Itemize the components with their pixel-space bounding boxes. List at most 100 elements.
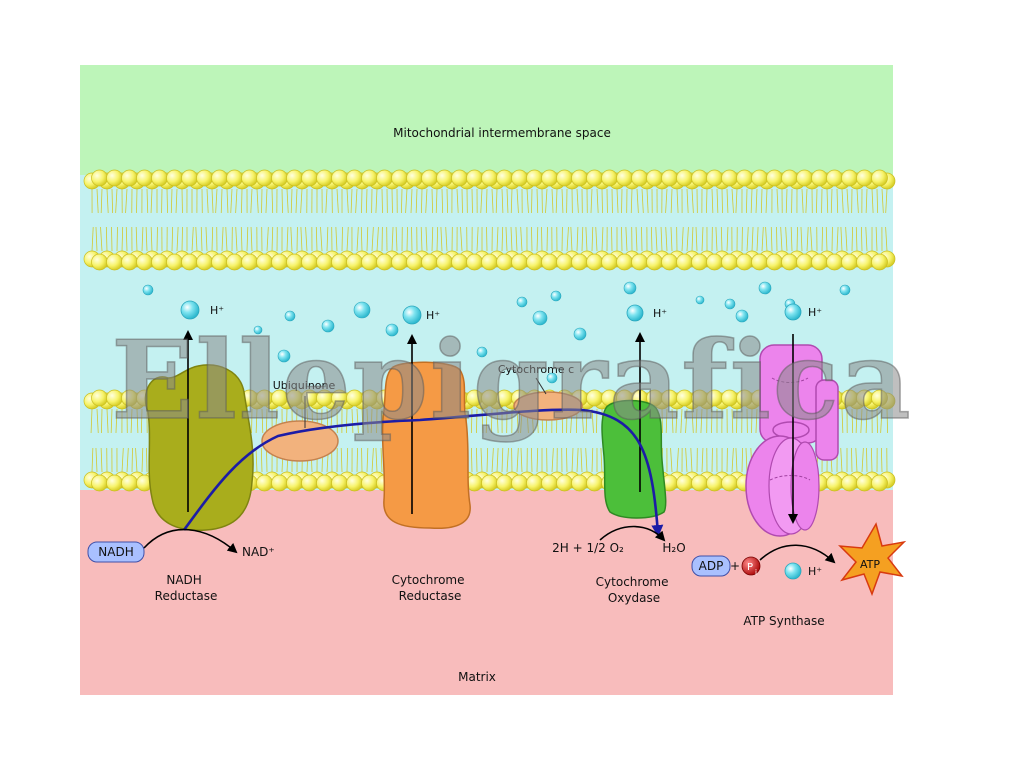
lipid-head (347, 170, 363, 186)
intermembrane-space-label: Mitochondrial intermembrane space (393, 126, 611, 140)
lipid-head (137, 170, 153, 186)
lipid-head (377, 254, 393, 270)
lipid-head (782, 170, 798, 186)
lipid-head (182, 254, 198, 270)
lipid-head (752, 254, 768, 270)
lipid-head (122, 170, 138, 186)
adp-label: ADP (699, 559, 724, 573)
lipid-head (257, 254, 273, 270)
matrix-label: Matrix (458, 670, 496, 684)
lipid-head (272, 475, 288, 491)
lipid-head (227, 254, 243, 270)
lipid-tail (621, 227, 622, 251)
lipid-head (707, 170, 723, 186)
lipid-head (167, 254, 183, 270)
lipid-head (512, 475, 528, 491)
lipid-head (422, 170, 438, 186)
proton-label-complex1: H⁺ (210, 304, 224, 317)
lipid-head (152, 254, 168, 270)
lipid-head (212, 170, 228, 186)
lipid-head (152, 170, 168, 186)
lipid-head (542, 475, 558, 491)
lipid-tail (407, 227, 408, 251)
lipid-tail (342, 227, 343, 251)
matrix-proton (785, 563, 801, 579)
lipid-head (872, 475, 888, 491)
lipid-head (482, 475, 498, 491)
lipid-head (692, 475, 708, 491)
lipid-head (302, 170, 318, 186)
cytochrome-reductase-line2: Reductase (399, 589, 462, 603)
lipid-head (407, 170, 423, 186)
lipid-head (347, 475, 363, 491)
lipid-head (212, 254, 228, 270)
lipid-head (317, 475, 333, 491)
nad-label: NAD⁺ (242, 545, 275, 559)
lipid-head (452, 170, 468, 186)
lipid-head (842, 475, 858, 491)
nadh-reductase-line2: Reductase (155, 589, 218, 603)
lipid-head (767, 170, 783, 186)
lipid-head (302, 254, 318, 270)
lipid-head (632, 254, 648, 270)
lipid-head (647, 254, 663, 270)
lipid-head (602, 254, 618, 270)
lipid-head (677, 254, 693, 270)
lipid-tail (146, 448, 147, 472)
nadh-label: NADH (98, 545, 133, 559)
lipid-head (257, 170, 273, 186)
atp-label: ATP (860, 558, 880, 571)
lipid-head (392, 254, 408, 270)
lipid-head (197, 254, 213, 270)
lipid-head (617, 170, 633, 186)
intermembrane-space-region (80, 65, 893, 175)
lipid-head (527, 170, 543, 186)
lipid-tail (531, 227, 532, 251)
lipid-head (557, 475, 573, 491)
lipid-head (107, 254, 123, 270)
lipid-head (617, 254, 633, 270)
proton (696, 296, 704, 304)
lipid-head (677, 475, 693, 491)
proton (551, 291, 561, 301)
water-product-label: H₂O (662, 541, 685, 555)
lipid-head (632, 170, 648, 186)
lipid-head (722, 254, 738, 270)
lipid-head (572, 254, 588, 270)
lipid-head (92, 475, 108, 491)
lipid-tail (602, 189, 603, 213)
lipid-head (452, 254, 468, 270)
lipid-head (782, 254, 798, 270)
lipid-tail (361, 189, 362, 213)
lipid-head (497, 254, 513, 270)
plus-sign: + (730, 559, 740, 573)
lipid-head (842, 170, 858, 186)
lipid-head (722, 475, 738, 491)
lipid-head (767, 254, 783, 270)
lipid-tail (531, 189, 532, 213)
proton (143, 285, 153, 295)
lipid-head (557, 254, 573, 270)
lipid-head (107, 170, 123, 186)
lipid-tail (476, 448, 477, 472)
lipid-tail (641, 227, 642, 251)
lipid-tail (241, 189, 242, 213)
lipid-head (122, 254, 138, 270)
lipid-head (422, 254, 438, 270)
lipid-head (287, 170, 303, 186)
lipid-head (737, 170, 753, 186)
lipid-tail (722, 189, 723, 213)
lipid-head (542, 254, 558, 270)
lipid-tail (421, 189, 422, 213)
lipid-head (842, 254, 858, 270)
lipid-head (182, 170, 198, 186)
lipid-head (512, 170, 528, 186)
lipid-head (122, 475, 138, 491)
lipid-head (707, 254, 723, 270)
lipid-head (692, 254, 708, 270)
lipid-head (242, 170, 258, 186)
proton (759, 282, 771, 294)
lipid-head (197, 170, 213, 186)
lipid-head (362, 475, 378, 491)
